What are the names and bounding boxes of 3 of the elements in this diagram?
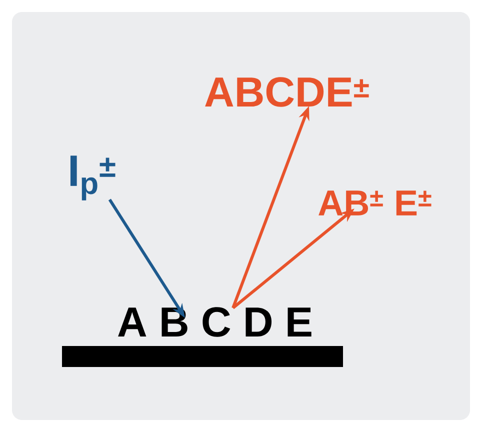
label-text: AB$^{±}$ E$^{±}$ xyxy=(318,190,432,216)
label-text: ABCDE$^{±}$ xyxy=(205,77,369,107)
label-text: I$_{p}$$^{±}$ xyxy=(70,156,116,200)
